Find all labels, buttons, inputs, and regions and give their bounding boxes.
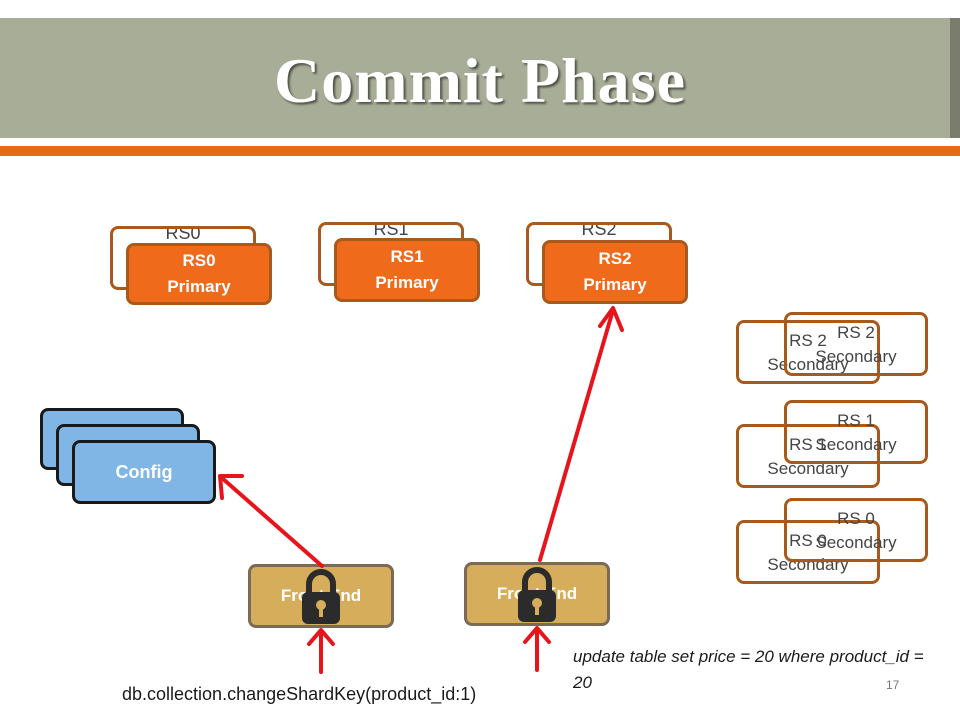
rs2-back-label: RS2 [581,222,617,239]
arrow-head-rs2 [598,306,624,332]
rs2-primary-role: Primary [583,275,647,294]
rs0-secondary-back-name: RS 0 [789,531,827,550]
config-node: Config [72,440,216,504]
title-bar-edge [950,18,960,138]
arrow-frontend-to-rs2 [538,308,615,562]
rs0-secondary-front-name: RS 0 [837,509,875,528]
rs1-secondary-back-name: RS 1 [789,435,827,454]
rs1-primary-role: Primary [375,273,439,292]
rs1-primary-node: RS1 Primary [334,238,480,302]
rs2-secondary-front-name: RS 2 [837,323,875,342]
rs1-secondary-front: RS 1 Secondary [784,400,928,464]
update-command: update table set price = 20 where produc… [573,647,924,692]
rs0-primary-name: RS0 [182,251,216,270]
rs0-primary-role: Primary [167,277,231,296]
slide-title: Commit Phase [274,45,686,116]
rs1-secondary-front-role: Secondary [815,435,897,454]
rs2-primary-node: RS2 Primary [542,240,688,304]
rs2-primary-name: RS2 [598,249,632,268]
rs0-secondary-front-role: Secondary [815,533,897,552]
arrow-head-config [218,474,244,500]
arrow-head-input-right [523,626,551,644]
rs1-back-label: RS1 [373,222,409,239]
accent-line [0,146,960,156]
rs0-back-label: RS0 [165,226,201,243]
rs2-secondary-front-role: Secondary [815,347,897,366]
rs1-secondary-front-name: RS 1 [837,411,875,430]
rs0-primary-node: RS0 Primary [126,243,272,305]
rs1-secondary-back: RS 1 Secondary [736,424,880,488]
rs1-primary-name: RS1 [390,247,424,266]
arrow-frontend-to-config [220,476,324,568]
page-number: 17 [886,678,900,692]
lock-icon [518,567,556,622]
lock-icon [302,569,340,624]
arrow-head-input-left [307,628,335,646]
config-label: Config [115,461,173,482]
rs2-secondary-back-name: RS 2 [789,331,827,350]
shard-key-command: db.collection.changeShardKey(product_id:… [122,684,477,704]
title-bar [0,18,960,138]
rs2-secondary-front: RS 2 Secondary [784,312,928,376]
rs0-secondary-front: RS 0 Secondary [784,498,928,562]
